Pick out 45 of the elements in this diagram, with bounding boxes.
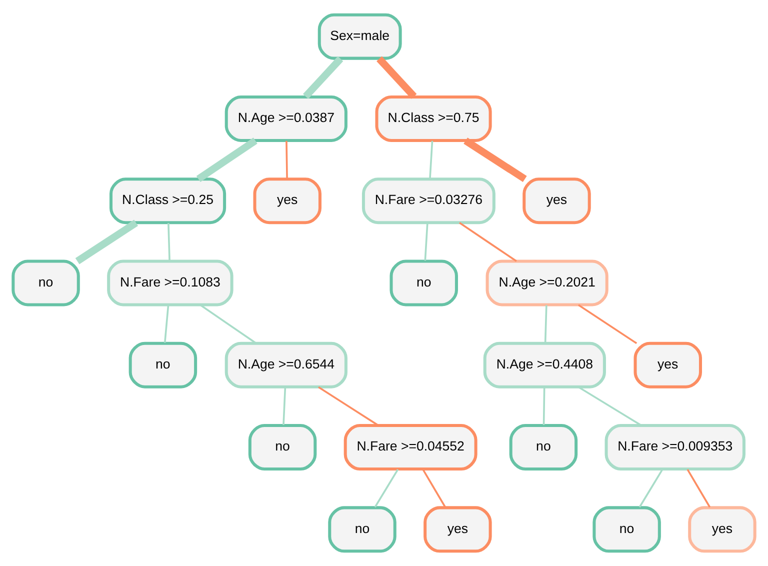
node-box: no	[328, 506, 396, 553]
node-box: yes	[253, 178, 322, 224]
connector	[200, 304, 257, 344]
connector	[196, 138, 258, 182]
connector	[544, 305, 548, 343]
node-box: no	[390, 260, 458, 306]
node-box: yes	[424, 506, 492, 553]
node-box: N.Class >=0.75	[375, 95, 492, 142]
node-box: no	[248, 424, 317, 471]
node-box: N.Age >=0.0387	[224, 95, 348, 142]
node-box: Sex=male	[318, 13, 402, 60]
connector	[282, 387, 286, 426]
connector	[75, 220, 138, 264]
node-box: N.Fare >=0.03276	[362, 178, 496, 224]
node-box: N.Class >=0.25	[110, 178, 226, 224]
connector	[578, 304, 638, 344]
node-box: yes	[634, 342, 702, 388]
connector	[286, 140, 288, 179]
connector	[164, 305, 170, 343]
connector	[638, 468, 664, 508]
connector	[302, 56, 344, 99]
connector	[318, 386, 379, 426]
connector	[464, 138, 527, 182]
node-box: N.Fare >=0.009353	[604, 424, 746, 471]
connector	[376, 56, 417, 99]
node-box: no	[12, 260, 80, 306]
connector	[168, 222, 170, 261]
node-box: no	[592, 506, 661, 553]
node-box: no	[128, 342, 198, 388]
node-box: N.Fare >=0.1083	[107, 260, 234, 306]
node-box: no	[509, 424, 578, 471]
node-box: N.Fare >=0.04552	[344, 424, 478, 471]
connector	[429, 140, 434, 179]
connector	[424, 222, 428, 261]
connector	[458, 222, 517, 262]
connector	[374, 468, 399, 508]
connector	[542, 387, 546, 426]
node-box: N.Age >=0.6544	[224, 342, 348, 388]
node-box: N.Age >=0.2021	[486, 260, 608, 306]
node-box: yes	[522, 178, 591, 224]
node-box: yes	[688, 506, 756, 553]
node-box: N.Age >=0.4408	[483, 342, 606, 388]
connector	[686, 468, 711, 508]
connector	[422, 468, 446, 508]
connector	[578, 386, 642, 426]
